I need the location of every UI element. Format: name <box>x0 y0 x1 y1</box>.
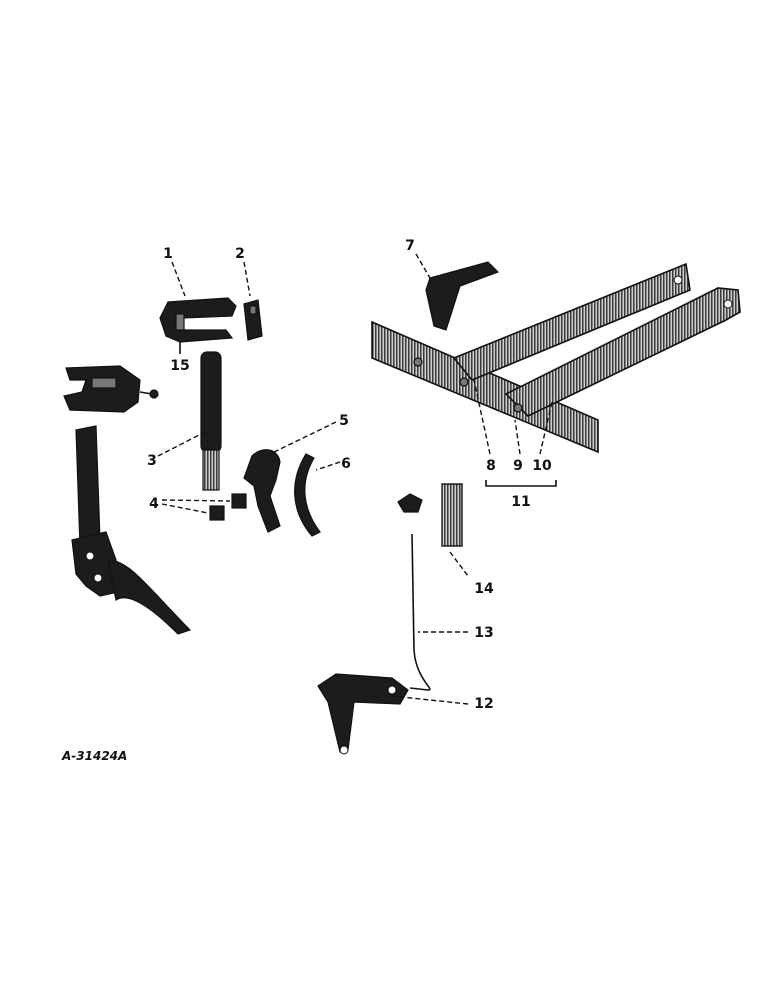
bracket-plate-part <box>425 261 500 331</box>
callout-3: 3 <box>147 453 157 469</box>
clevis-part <box>159 297 237 343</box>
callout-9: 9 <box>513 458 523 474</box>
lever-arm-part <box>317 673 409 755</box>
clamp-dog-part <box>243 449 281 533</box>
callout-8: 8 <box>486 458 496 474</box>
callout-10: 10 <box>532 458 552 474</box>
clip-part <box>243 299 263 341</box>
coil-spring-part <box>441 483 463 547</box>
callout-4: 4 <box>149 496 159 512</box>
callout-2: 2 <box>235 246 245 262</box>
shank-rod-part <box>200 351 222 491</box>
callout-11: 11 <box>511 494 530 510</box>
square-nut-upper <box>231 493 247 509</box>
callout-1: 1 <box>163 246 173 262</box>
curved-spring-part <box>294 453 321 537</box>
hook-rod-part <box>409 533 431 691</box>
callout-5: 5 <box>339 413 349 429</box>
frame-assembly <box>371 262 741 454</box>
leader-lines <box>157 253 557 705</box>
square-nut-free <box>397 493 423 513</box>
callout-15: 15 <box>170 358 189 374</box>
callout-12: 12 <box>474 696 493 712</box>
callout-7: 7 <box>405 238 415 254</box>
shank-assembly <box>63 365 192 635</box>
callout-6: 6 <box>341 456 351 472</box>
figure-id: A-31424A <box>61 749 127 763</box>
callout-14: 14 <box>474 581 494 597</box>
callout-13: 13 <box>474 625 493 641</box>
square-nut-lower <box>209 505 225 521</box>
